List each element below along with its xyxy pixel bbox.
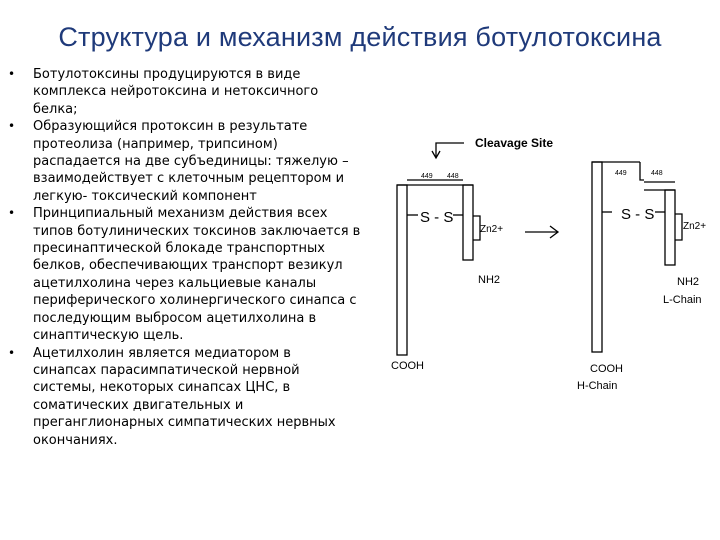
transition-arrowhead-icon bbox=[549, 225, 560, 239]
bullet-item: • Ацетилхолин является медиатором в сина… bbox=[8, 345, 400, 449]
bullet-marker: • bbox=[8, 345, 16, 360]
right-residue-b: 448 bbox=[651, 170, 663, 177]
right-residue-a: 449 bbox=[615, 170, 627, 177]
bullet-item: • Образующийся протоксин в результате пр… bbox=[8, 118, 400, 205]
bullet-text: Образующийся протоксин в результате прот… bbox=[33, 119, 349, 204]
left-zinc-label: Zn2+ bbox=[480, 224, 503, 235]
slide-title: Структура и механизм действия ботулотокс… bbox=[58, 22, 662, 52]
left-cooh-label: COOH bbox=[391, 360, 424, 372]
left-zn-bracket bbox=[473, 215, 481, 241]
left-residue-a: 449 bbox=[421, 173, 433, 180]
left-nh2-label: NH2 bbox=[478, 274, 500, 286]
cleavage-site-arrow bbox=[435, 142, 464, 157]
bullet-item: • Принципиальный механизм действия всех … bbox=[8, 205, 400, 344]
bullet-text: Ботулотоксины продуцируются в виде компл… bbox=[33, 67, 319, 117]
left-residue-b: 448 bbox=[447, 173, 459, 180]
left-light-chain bbox=[462, 184, 474, 261]
right-top-bar-light bbox=[644, 181, 675, 191]
right-nh2-label: NH2 bbox=[677, 276, 699, 288]
bullet-marker: • bbox=[8, 67, 16, 81]
bullet-marker: • bbox=[8, 119, 16, 134]
right-cooh-label: COOH bbox=[590, 363, 623, 375]
cleavage-site-label: Cleavage Site bbox=[475, 136, 553, 150]
right-residue-stub bbox=[639, 162, 644, 181]
right-heavy-chain bbox=[591, 161, 603, 353]
left-disulfide-label: S - S bbox=[420, 209, 453, 226]
bullet-text: Ацетилхолин является медиатором в синапс… bbox=[33, 345, 336, 448]
right-heavy-chain-label: H-Chain bbox=[577, 380, 617, 392]
bullet-text: Принципиальный механизм действия всех ти… bbox=[33, 206, 361, 344]
right-disulfide-label: S - S bbox=[621, 206, 654, 223]
right-zinc-label: Zn2+ bbox=[683, 221, 706, 232]
bullet-item: • Ботулотоксины продуцируются в виде ком… bbox=[8, 66, 400, 118]
bullet-list: • Ботулотоксины продуцируются в виде ком… bbox=[8, 66, 400, 449]
right-light-chain bbox=[664, 189, 676, 266]
right-light-chain-label: L-Chain bbox=[663, 294, 702, 306]
right-zn-bracket bbox=[675, 213, 683, 241]
cleavage-arrowhead-icon bbox=[431, 150, 441, 160]
bullet-marker: • bbox=[8, 206, 16, 221]
